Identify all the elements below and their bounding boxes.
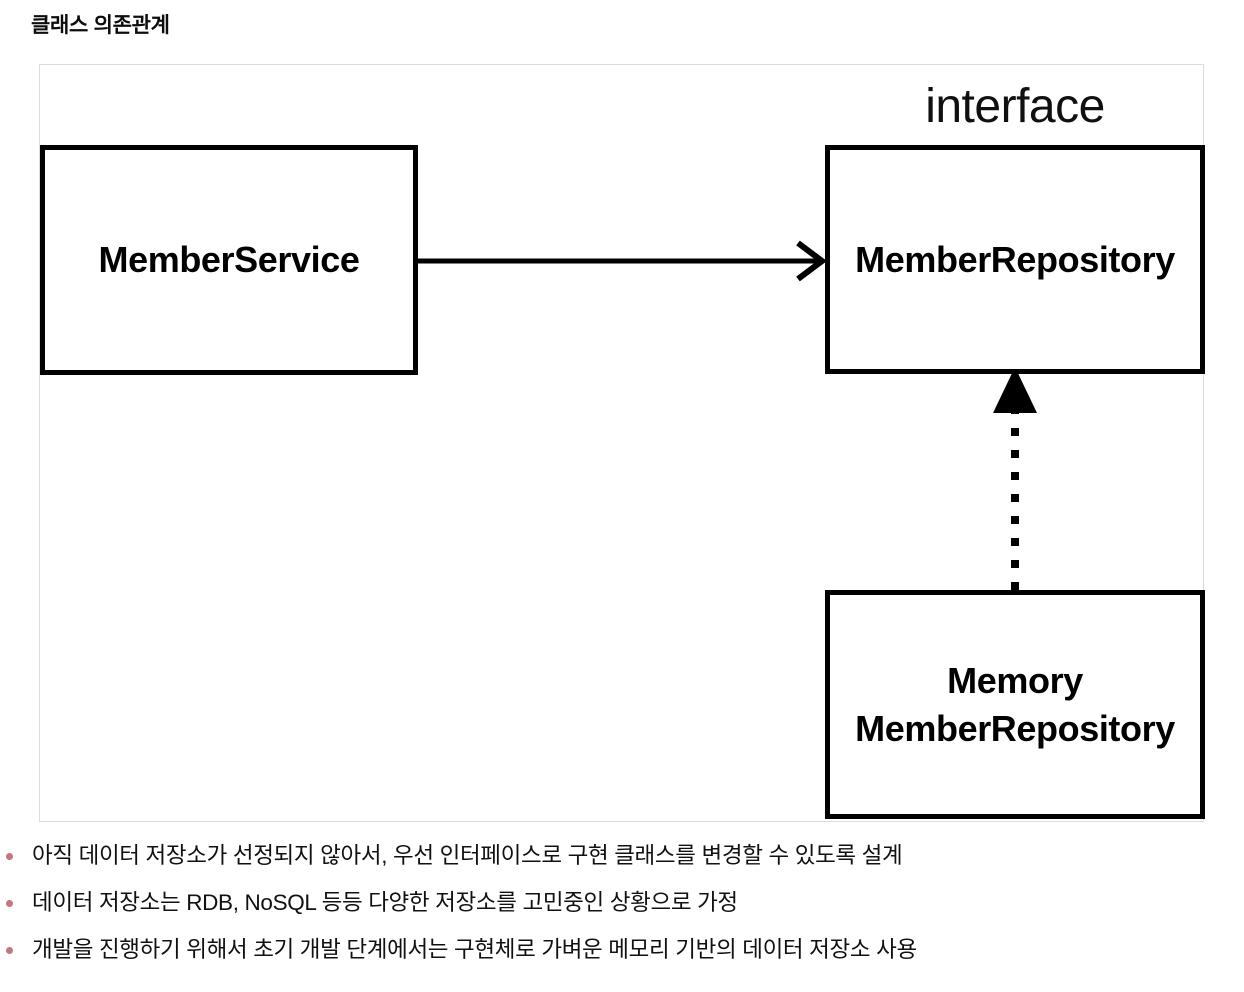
class-box-member-service[interactable]: MemberService [40,145,418,375]
dependency-arrow-icon [418,240,827,282]
bullet-icon [6,947,13,954]
class-box-member-repository[interactable]: MemberRepository [825,145,1205,374]
class-box-memory-member-repository-label: Memory MemberRepository [855,659,1175,749]
list-item: 개발을 진행하기 위해서 초기 개발 단계에서는 구현체로 가벼운 메모리 기반… [0,926,1244,973]
diagram-canvas: interface MemberService MemberRepository… [40,65,1205,823]
interface-stereotype-label: interface [925,80,1105,133]
class-dependency-diagram: interface MemberService MemberRepository… [39,64,1205,823]
list-item: 아직 데이터 저장소가 선정되지 않아서, 우선 인터페이스로 구현 클래스를 … [0,832,1244,879]
bullet-icon [6,900,13,907]
note-text: 개발을 진행하기 위해서 초기 개발 단계에서는 구현체로 가벼운 메모리 기반… [32,937,917,962]
list-item: 데이터 저장소는 RDB, NoSQL 등등 다양한 저장소를 고민중인 상황으… [0,879,1244,926]
note-text: 데이터 저장소는 RDB, NoSQL 등등 다양한 저장소를 고민중인 상황으… [32,890,738,915]
connector-layer [418,240,1037,590]
note-text: 아직 데이터 저장소가 선정되지 않아서, 우선 인터페이스로 구현 클래스를 … [32,843,903,868]
realization-arrow-icon [993,367,1037,590]
bullet-icon [6,853,13,860]
page-title: 클래스 의존관계 [31,14,170,37]
notes-list: 아직 데이터 저장소가 선정되지 않아서, 우선 인터페이스로 구현 클래스를 … [0,832,1244,973]
class-box-member-repository-label: MemberRepository [855,238,1175,280]
class-box-memory-member-repository[interactable]: Memory MemberRepository [825,590,1205,819]
class-box-member-service-label: MemberService [98,239,360,281]
